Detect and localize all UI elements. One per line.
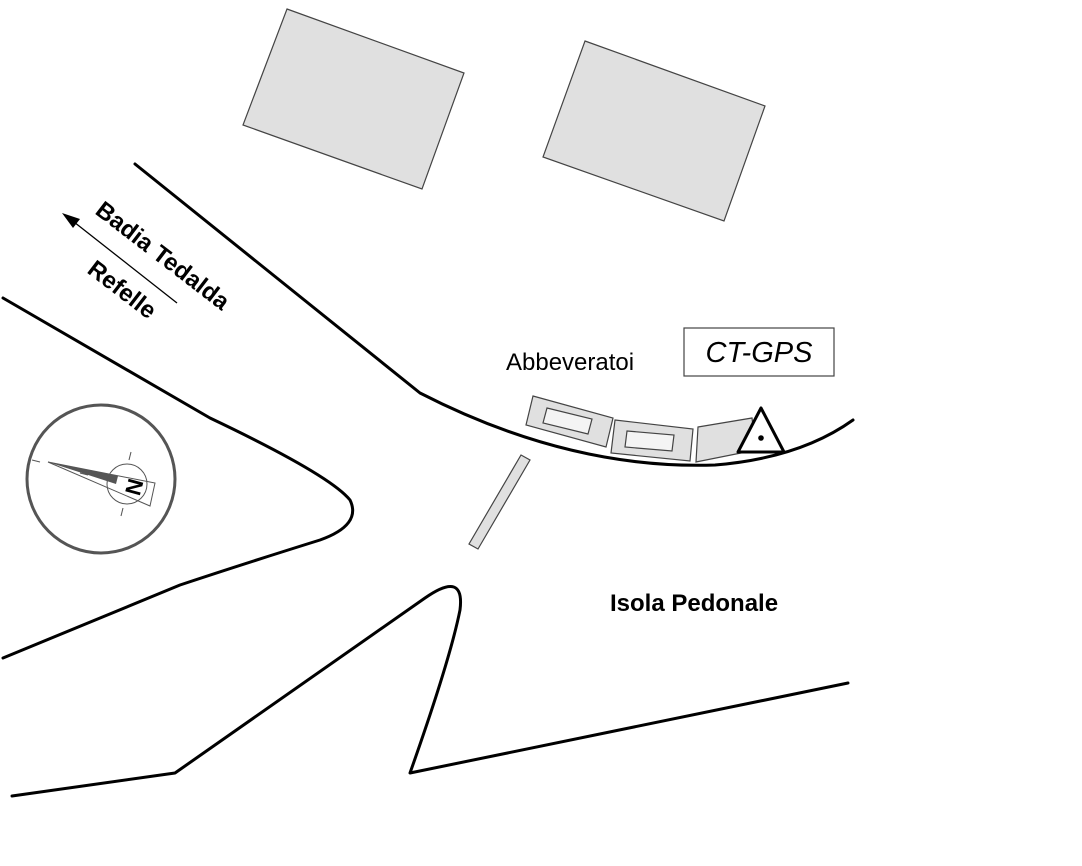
- compass-letter: N: [120, 476, 148, 498]
- building-right: [542, 40, 766, 222]
- direction-label-refelle: Refelle: [82, 255, 161, 324]
- area-label: Isola Pedonale: [610, 590, 778, 617]
- road-edge-north: [133, 162, 855, 467]
- compass-rose-icon: N: [25, 403, 177, 555]
- station-code: CT-GPS: [706, 337, 814, 369]
- arrow-left-icon: [62, 213, 178, 304]
- station-code-box: [683, 327, 835, 377]
- building-left: [242, 8, 465, 190]
- triangle-with-dot-icon: [736, 406, 786, 454]
- trough-2: [610, 419, 694, 462]
- road-edge-west: [1, 296, 355, 660]
- trough-1: [525, 395, 614, 448]
- road-edge-south: [10, 585, 850, 798]
- crossing-bar: [468, 454, 531, 550]
- trough-label: Abbeveratoi: [506, 349, 634, 376]
